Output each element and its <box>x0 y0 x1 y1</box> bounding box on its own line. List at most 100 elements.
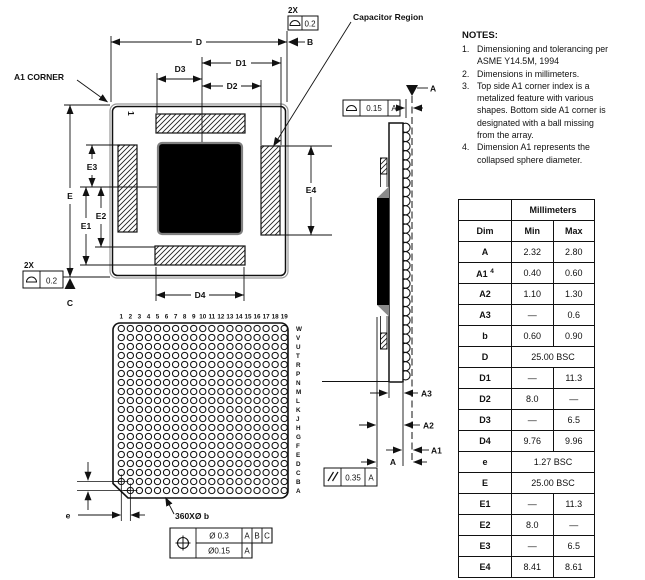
ball <box>135 450 144 459</box>
ball <box>217 396 225 405</box>
ball <box>180 414 189 423</box>
ball <box>208 324 216 333</box>
ball <box>144 360 153 369</box>
ball <box>271 423 279 432</box>
ball <box>208 405 216 414</box>
ball <box>117 441 125 450</box>
ball <box>126 351 135 360</box>
ball <box>208 486 216 495</box>
dim-cell: b <box>458 325 512 347</box>
ball <box>199 351 207 360</box>
ball <box>235 405 243 414</box>
ball <box>126 414 135 423</box>
table-col-min: Min <box>511 220 554 242</box>
row-label: H <box>296 425 301 432</box>
ball <box>162 486 171 495</box>
ball <box>171 351 180 360</box>
ball <box>162 405 171 414</box>
ball <box>162 459 171 468</box>
notes: NOTES: 1.Dimensioning and tolerancing pe… <box>462 30 642 166</box>
ball <box>262 459 270 468</box>
max-value-cell: 8.61 <box>552 556 595 578</box>
ball <box>117 342 125 351</box>
ball <box>244 333 252 342</box>
ball <box>226 378 234 387</box>
ball <box>235 333 243 342</box>
dim-cell: D4 <box>458 430 512 452</box>
dim-name: D4 <box>479 436 491 446</box>
ball <box>144 333 153 342</box>
ball <box>244 441 252 450</box>
column-label: 9 <box>192 314 196 321</box>
ball <box>153 378 162 387</box>
min-value-cell: 9.76 <box>511 430 554 452</box>
ball <box>235 486 243 495</box>
ball <box>262 432 270 441</box>
row-label: C <box>296 470 301 477</box>
ball <box>253 441 261 450</box>
dim-cell: A2 <box>458 283 512 305</box>
ball <box>144 378 153 387</box>
ball <box>217 450 225 459</box>
column-label: 15 <box>244 314 252 321</box>
ball <box>144 477 153 486</box>
ball <box>144 468 153 477</box>
ball <box>235 477 243 486</box>
dim-label-d1: D1 <box>236 58 247 68</box>
ball <box>153 432 162 441</box>
ball <box>135 342 144 351</box>
ball <box>262 405 270 414</box>
ball <box>253 333 261 342</box>
ball <box>217 414 225 423</box>
ball <box>208 432 216 441</box>
ball <box>144 450 153 459</box>
ball <box>153 477 162 486</box>
row-label: B <box>296 479 301 486</box>
min-value-cell: 0.40 <box>511 262 554 284</box>
ball <box>208 423 216 432</box>
dim-label-a1: A1 <box>431 446 442 456</box>
ball <box>280 450 288 459</box>
ball <box>271 450 279 459</box>
ball <box>217 459 225 468</box>
ball <box>180 405 189 414</box>
ball <box>162 468 171 477</box>
ball <box>226 405 234 414</box>
ball <box>253 387 261 396</box>
ball <box>280 468 288 477</box>
max-value-cell: 11.3 <box>552 367 595 389</box>
table-row: D3—6.5 <box>458 409 595 431</box>
ball <box>162 441 171 450</box>
notes-item-number: 2. <box>462 68 470 79</box>
ball <box>162 423 171 432</box>
ball <box>117 459 125 468</box>
ball <box>217 360 225 369</box>
dim-cell: E1 <box>458 493 512 515</box>
ball <box>199 360 207 369</box>
ball <box>280 360 288 369</box>
ball <box>208 360 216 369</box>
dim-cell: E3 <box>458 535 512 557</box>
ball <box>199 405 207 414</box>
ball <box>190 396 198 405</box>
ball <box>135 405 144 414</box>
ball <box>226 324 234 333</box>
ball <box>135 387 144 396</box>
ball <box>244 450 252 459</box>
ball <box>180 432 189 441</box>
ball <box>171 360 180 369</box>
ball <box>244 405 252 414</box>
min-value-cell: 0.60 <box>511 325 554 347</box>
ball <box>226 486 234 495</box>
ball <box>199 378 207 387</box>
ball <box>190 378 198 387</box>
pos-row1-datum-c: C <box>264 532 270 541</box>
ball <box>199 477 207 486</box>
column-label: 3 <box>138 314 142 321</box>
ball <box>153 369 162 378</box>
ball <box>190 450 198 459</box>
side-view <box>377 96 413 460</box>
ball <box>280 423 288 432</box>
ball <box>208 387 216 396</box>
ball <box>226 369 234 378</box>
